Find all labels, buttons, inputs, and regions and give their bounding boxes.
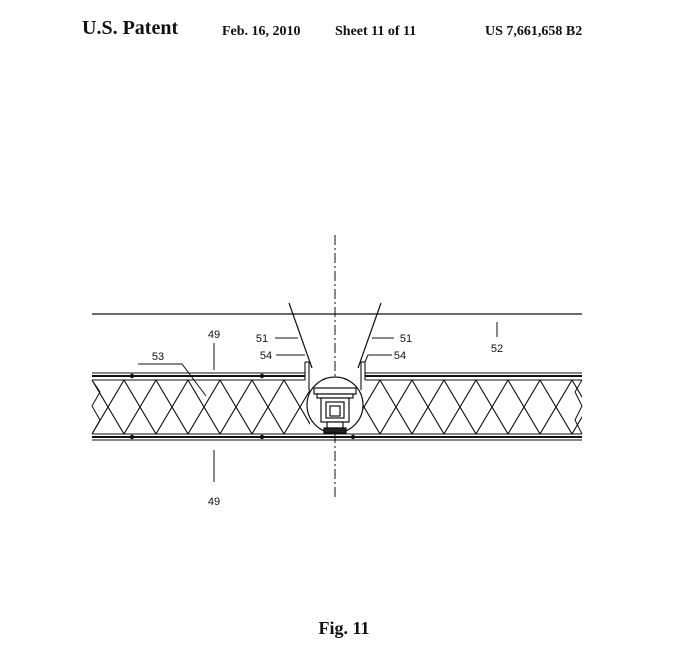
center-connector (306, 376, 364, 434)
panel-left-end (91, 379, 101, 435)
ref-54-left: 54 (260, 350, 272, 362)
header-date: Feb. 16, 2010 (222, 24, 301, 39)
ref-49-top: 49 (208, 329, 220, 341)
ref-53: 53 (152, 351, 164, 363)
header-patent-number: US 7,661,658 B2 (485, 24, 583, 39)
ref-49-bottom: 49 (208, 496, 220, 508)
ref-52: 52 (491, 343, 503, 355)
insulation-core-right (360, 380, 582, 434)
side-plates (304, 361, 366, 390)
panel-bottom-layers (92, 433, 582, 441)
leader-lines (138, 322, 498, 482)
ref-51-left: 51 (256, 333, 268, 345)
layer-dots (129, 373, 356, 440)
panel-right-end (574, 379, 583, 435)
ref-54-right: 54 (394, 350, 406, 362)
v-line-left (288, 302, 313, 369)
header-patent-label: U.S. Patent (82, 17, 179, 39)
figure-caption: Fig. 11 (318, 618, 370, 638)
insulation-core-left (92, 380, 310, 434)
v-line-right (357, 302, 382, 369)
header-sheet: Sheet 11 of 11 (335, 24, 417, 39)
ref-51-right: 51 (400, 333, 412, 345)
